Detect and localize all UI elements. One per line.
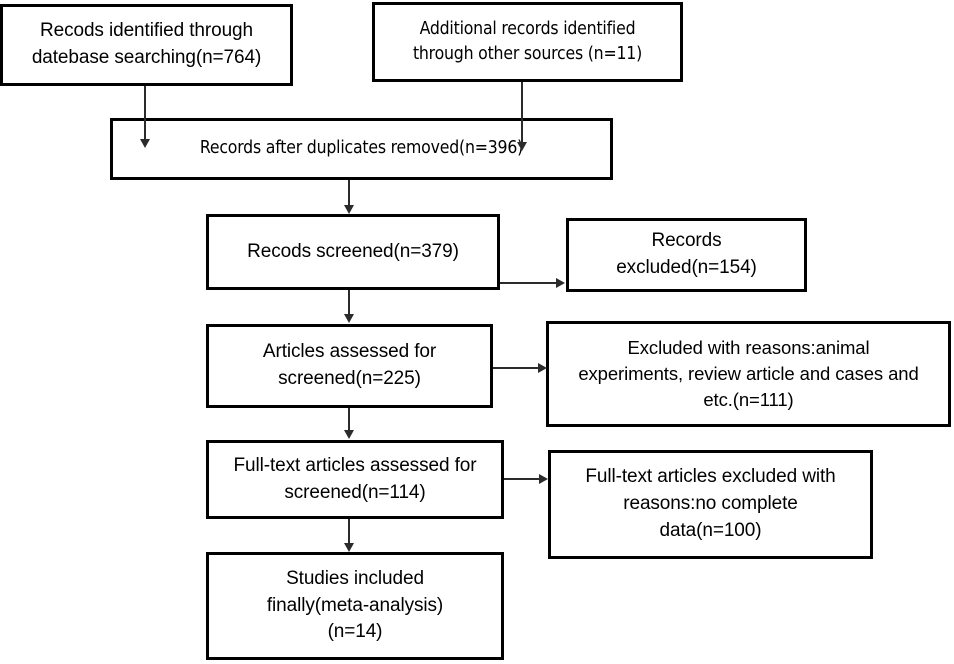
node-records-excluded: Records excluded(n=154) [566, 218, 807, 292]
connector-db-search-to-duplicates [144, 86, 146, 142]
node-line: Articles assessed for [262, 341, 437, 363]
node-line: excluded(n=154) [616, 257, 757, 278]
node-line: datebase searching(n=764) [31, 47, 262, 68]
arrowhead-assessed-to-fulltext [344, 430, 354, 439]
node-line: Recods screened(n=379) [247, 240, 459, 262]
connector-screened-to-assessed [348, 290, 350, 318]
node-line: etc.(n=111) [703, 389, 794, 411]
arrowhead-assessed-to-excluded-reasons [538, 363, 547, 373]
node-records-after-duplicates-removed: Records after duplicates removed(n=396) [110, 118, 613, 180]
connector-screened-to-records-excluded [500, 282, 558, 284]
node-line: experiments, review article and cases an… [578, 362, 919, 384]
arrowhead-other-sources-to-duplicates [517, 142, 527, 151]
node-line: Records after duplicates removed(n=396) [199, 137, 524, 158]
node-line: Excluded with reasons:animal [627, 336, 870, 358]
node-line: through other sources (n=11) [412, 44, 643, 64]
node-records-screened: Recods screened(n=379) [206, 214, 500, 290]
node-records-identified-other-sources: Additional records identified through ot… [372, 2, 683, 82]
arrowhead-screened-to-assessed [344, 314, 354, 323]
node-line: (n=14) [327, 621, 383, 643]
node-fulltext-articles-excluded: Full-text articles excluded with reasons… [548, 450, 873, 559]
node-line: Additional records identified [419, 19, 636, 40]
arrowhead-db-search-to-duplicates [140, 139, 150, 148]
node-records-identified-database: Recods identified through datebase searc… [0, 4, 293, 86]
node-line: reasons:no complete [623, 493, 798, 515]
arrowhead-fulltext-to-fulltext-excluded [539, 474, 548, 484]
node-studies-included: Studies included finally(meta-analysis) … [206, 552, 504, 660]
node-line: Recods identified through [40, 20, 253, 42]
connector-fulltext-to-fulltext-excluded [504, 478, 541, 480]
arrowhead-screened-to-records-excluded [556, 278, 565, 288]
arrowhead-fulltext-to-included [344, 543, 354, 552]
connector-fulltext-to-included [348, 519, 350, 549]
node-fulltext-articles-assessed: Full-text articles assessed for screened… [206, 440, 504, 519]
connector-assessed-to-excluded-reasons [493, 367, 540, 369]
connector-duplicates-to-screened [348, 180, 350, 208]
arrowhead-duplicates-to-screened [344, 205, 354, 214]
node-excluded-with-reasons: Excluded with reasons:animal experiments… [546, 321, 951, 427]
node-line: Records [651, 230, 722, 252]
node-line: Full-text articles excluded with [585, 466, 836, 488]
node-line: data(n=100) [659, 519, 762, 541]
node-line: screened(n=114) [284, 481, 426, 503]
node-line: finally(meta-analysis) [266, 594, 444, 616]
node-line: Full-text articles assessed for [233, 454, 477, 476]
connector-assessed-to-fulltext [348, 408, 350, 436]
node-line: Studies included [286, 567, 424, 589]
node-line: screened(n=225) [278, 368, 421, 389]
connector-other-sources-to-duplicates [521, 82, 523, 145]
node-articles-assessed: Articles assessed for screened(n=225) [206, 324, 493, 408]
